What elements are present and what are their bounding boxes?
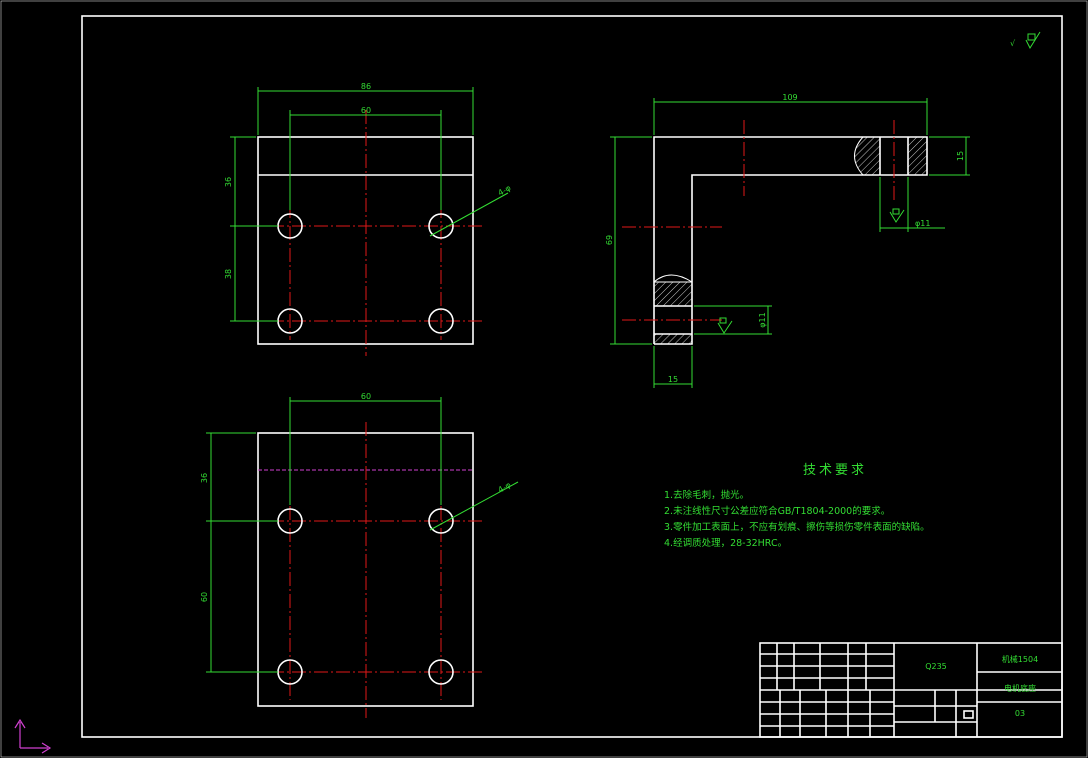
- title-block-material: Q235: [925, 662, 947, 671]
- tech-req-item-2: 2.未注线性尺寸公差应符合GB/T1804-2000的要求。: [664, 505, 890, 517]
- title-block-part-name: 电机底座: [1004, 683, 1036, 693]
- tech-req-item-3: 3.零件加工表面上，不应有划痕、擦伤等损伤零件表面的缺陷。: [664, 521, 930, 533]
- title-block-class: 机械1504: [1002, 654, 1038, 664]
- tech-req-item-1: 1.去除毛刺，抛光。: [664, 489, 749, 501]
- dim-bottom-left-bottom: 60: [200, 592, 209, 602]
- title-block: [759, 642, 1063, 738]
- dim-bottom-left-top: 36: [200, 473, 209, 483]
- dim-side-thickness-bottom: 15: [668, 375, 678, 384]
- dim-bottom-holes: 4-φ: [497, 480, 513, 494]
- tech-req-item-4: 4.经调质处理，28-32HRC。: [664, 537, 787, 549]
- dim-hole-dia-2: φ11: [758, 312, 767, 327]
- dim-front-holes: 4-φ: [497, 183, 513, 197]
- side-view: [610, 98, 970, 388]
- roughness-symbol-icon: √: [1010, 31, 1041, 50]
- dim-front-left-top: 36: [224, 177, 233, 187]
- dim-bottom-hole-span: 60: [361, 392, 371, 401]
- front-view: [230, 87, 509, 356]
- title-block-drawing-no: 03: [1015, 709, 1025, 718]
- drawing-frame: [81, 15, 1063, 738]
- ucs-axis-icon: [14, 718, 52, 754]
- dim-side-width: 109: [782, 93, 797, 102]
- bottom-view: [206, 397, 519, 718]
- svg-text:√: √: [1010, 39, 1016, 48]
- dim-hole-dia-1: φ11: [915, 219, 930, 228]
- dim-front-width: 86: [361, 82, 371, 91]
- dim-side-thickness-right: 15: [956, 151, 965, 161]
- dim-front-hole-span: 60: [361, 106, 371, 115]
- dim-side-height: 69: [605, 235, 614, 245]
- tech-req-title: 技术要求: [803, 463, 867, 478]
- dim-front-left-bottom: 38: [224, 269, 233, 279]
